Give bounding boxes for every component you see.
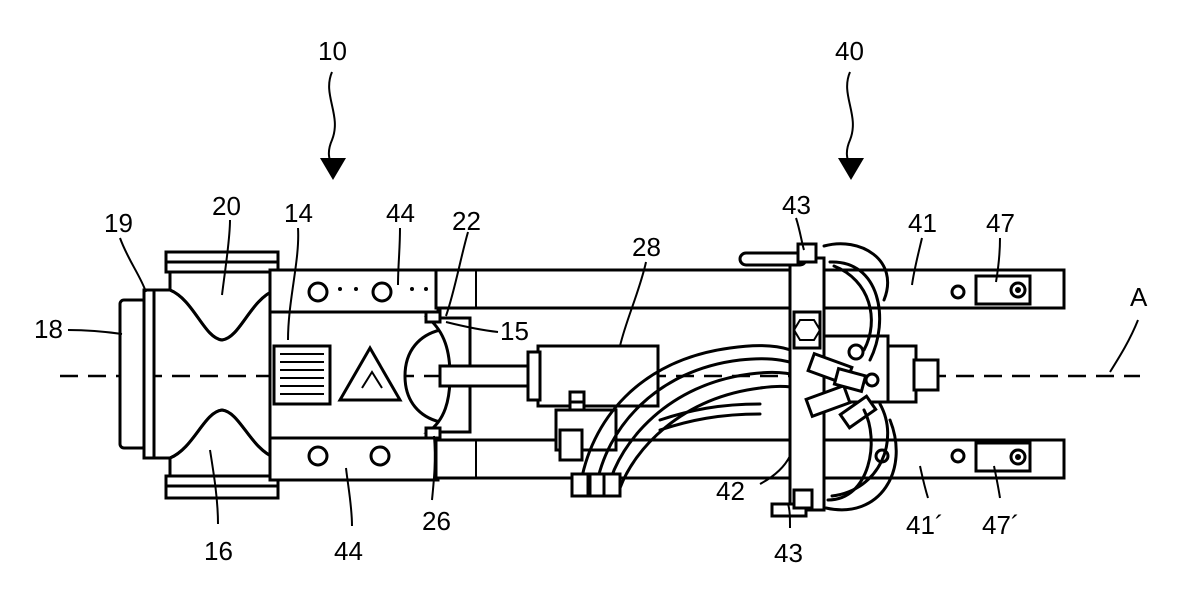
valve-assembly: [804, 242, 940, 512]
label-15: 15: [500, 316, 529, 346]
label-19: 19: [104, 208, 133, 238]
label-14: 14: [284, 198, 313, 228]
label-40: 40: [835, 36, 864, 66]
block-14: [268, 268, 442, 482]
label-28: 28: [632, 232, 661, 262]
cross-member-42: [738, 242, 826, 518]
guide-rails: [434, 268, 1066, 480]
leader-lines: [67, 217, 1139, 529]
label-10: 10: [318, 36, 347, 66]
label-A: A: [1130, 282, 1148, 312]
end-flange: [118, 288, 156, 460]
hydraulic-cylinder: [526, 344, 660, 462]
handle-top: [738, 251, 808, 267]
label-26: 26: [422, 506, 451, 536]
label-47: 47: [986, 208, 1015, 238]
label-47-prime: 47´: [982, 510, 1020, 540]
label-41-prime: 41´: [906, 510, 944, 540]
reference-10-group: 10: [318, 36, 347, 180]
coupling-body: [152, 250, 292, 500]
label-18: 18: [34, 314, 63, 344]
label-22: 22: [452, 206, 481, 236]
piston-rod: [438, 364, 542, 388]
label-42: 42: [716, 476, 745, 506]
label-43-bottom: 43: [774, 538, 803, 568]
label-44-bottom: 44: [334, 536, 363, 566]
label-16: 16: [204, 536, 233, 566]
label-20: 20: [212, 191, 241, 221]
label-44-top: 44: [386, 198, 415, 228]
yoke-parts: [423, 310, 472, 440]
label-43-top: 43: [782, 190, 811, 220]
reference-40-group: 40: [835, 36, 864, 180]
label-41: 41: [908, 208, 937, 238]
